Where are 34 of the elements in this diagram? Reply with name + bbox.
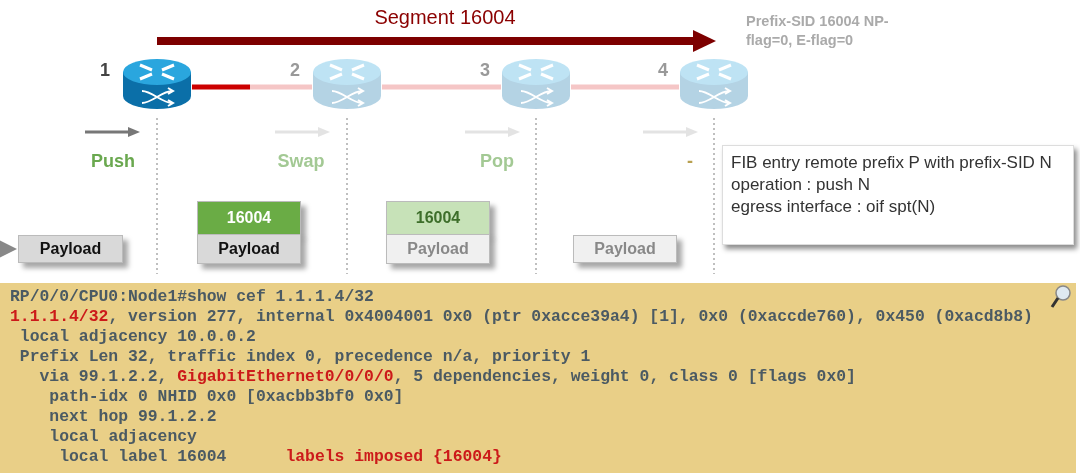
info-text: egress interface : oif spt(N) xyxy=(731,196,937,218)
operation-label: Push xyxy=(90,151,136,172)
output-line: via 99.1.2.2, GigabitEthernet0/0/0/0, 5 dependencies, weight 0, class 0 [flags 0x0] xyxy=(38,367,856,387)
link-line xyxy=(382,84,501,90)
output-line: next hop 99.1.2.2 xyxy=(48,407,217,427)
payload-block: Payload xyxy=(386,234,490,264)
payload-block: Payload xyxy=(18,235,123,263)
payload-block: Payload xyxy=(197,234,301,264)
operation-label: - xyxy=(686,151,694,172)
output-line: local adjacency 10.0.0.2 xyxy=(18,327,256,347)
router-number: 3 xyxy=(480,60,490,81)
router-number: 4 xyxy=(658,60,668,81)
label-header: 16004 xyxy=(386,201,490,235)
info-text: FIB entry remote prefix P with prefix-SID N xyxy=(731,152,1053,174)
output-line: local adjacency xyxy=(48,427,197,447)
prefix-sid-label: Prefix-SID 16004 NP-flag=0, E-flag=0 xyxy=(746,12,890,50)
payload-block: Payload xyxy=(573,235,677,263)
segment-label: Segment 16004 xyxy=(373,6,517,29)
info-text: operation : push N xyxy=(731,174,871,196)
command-line: RP/0/0/CPU0:Node1#show cef 1.1.1.4/32 xyxy=(10,287,374,307)
output-line: 1.1.1.4/32, version 277, internal 0x4004001 0x0 (ptr 0xacce39a4) [1], 0x0 (0xaccde760), 0x450 (0xacd8b8) xyxy=(10,307,1033,327)
operation-label: Swap xyxy=(276,151,326,172)
link-line xyxy=(192,84,312,90)
output-line: path-idx 0 NHID 0x0 [0xacbb3bf0 0x0] xyxy=(48,387,404,407)
link-line xyxy=(571,84,679,90)
router-number: 1 xyxy=(100,60,110,81)
input-arrow xyxy=(0,240,17,258)
info-box xyxy=(722,145,1074,245)
cli-output-panel xyxy=(0,283,1076,473)
operation-label: Pop xyxy=(479,151,515,172)
label-header: 16004 xyxy=(197,201,301,235)
router-number: 2 xyxy=(290,60,300,81)
output-line: local label 16004 labels imposed {16004} xyxy=(58,447,502,467)
output-line: Prefix Len 32, traffic index 0, precedence n/a, priority 1 xyxy=(18,347,591,367)
